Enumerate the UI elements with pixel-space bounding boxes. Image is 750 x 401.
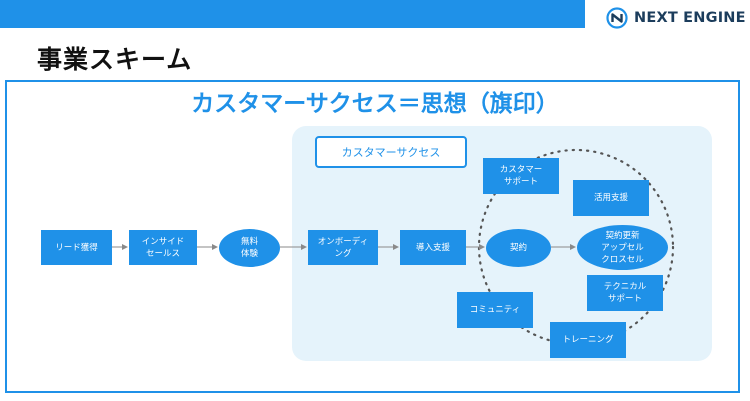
brand-name: NEXT ENGINE [634,10,746,26]
node-onboarding: オンボーディ ング [308,230,378,265]
logo: NEXT ENGINE [606,6,746,30]
node-contract: 契約 [486,229,551,267]
node-technical-support: テクニカル サポート [587,275,663,311]
node-implementation: 導入支援 [400,230,466,265]
scheme-frame [5,80,740,393]
node-inside-sales: インサイド セールス [129,230,197,265]
page-title: 事業スキーム [37,45,193,74]
node-free-trial: 無料 体験 [219,229,280,267]
node-customer-support: カスタマー サポート [483,158,559,194]
next-engine-logo-icon [606,7,628,29]
header-bar [0,0,585,28]
node-community: コミュニティ [457,292,533,328]
node-training: トレーニング [550,322,626,358]
node-renewal: 契約更新 アップセル クロスセル [577,225,668,270]
node-lead: リード獲得 [41,230,112,265]
headline: カスタマーサクセス＝思想（旗印） [191,91,559,117]
customer-success-label: カスタマーサクセス [315,136,467,168]
node-utilization-support: 活用支援 [573,180,649,216]
